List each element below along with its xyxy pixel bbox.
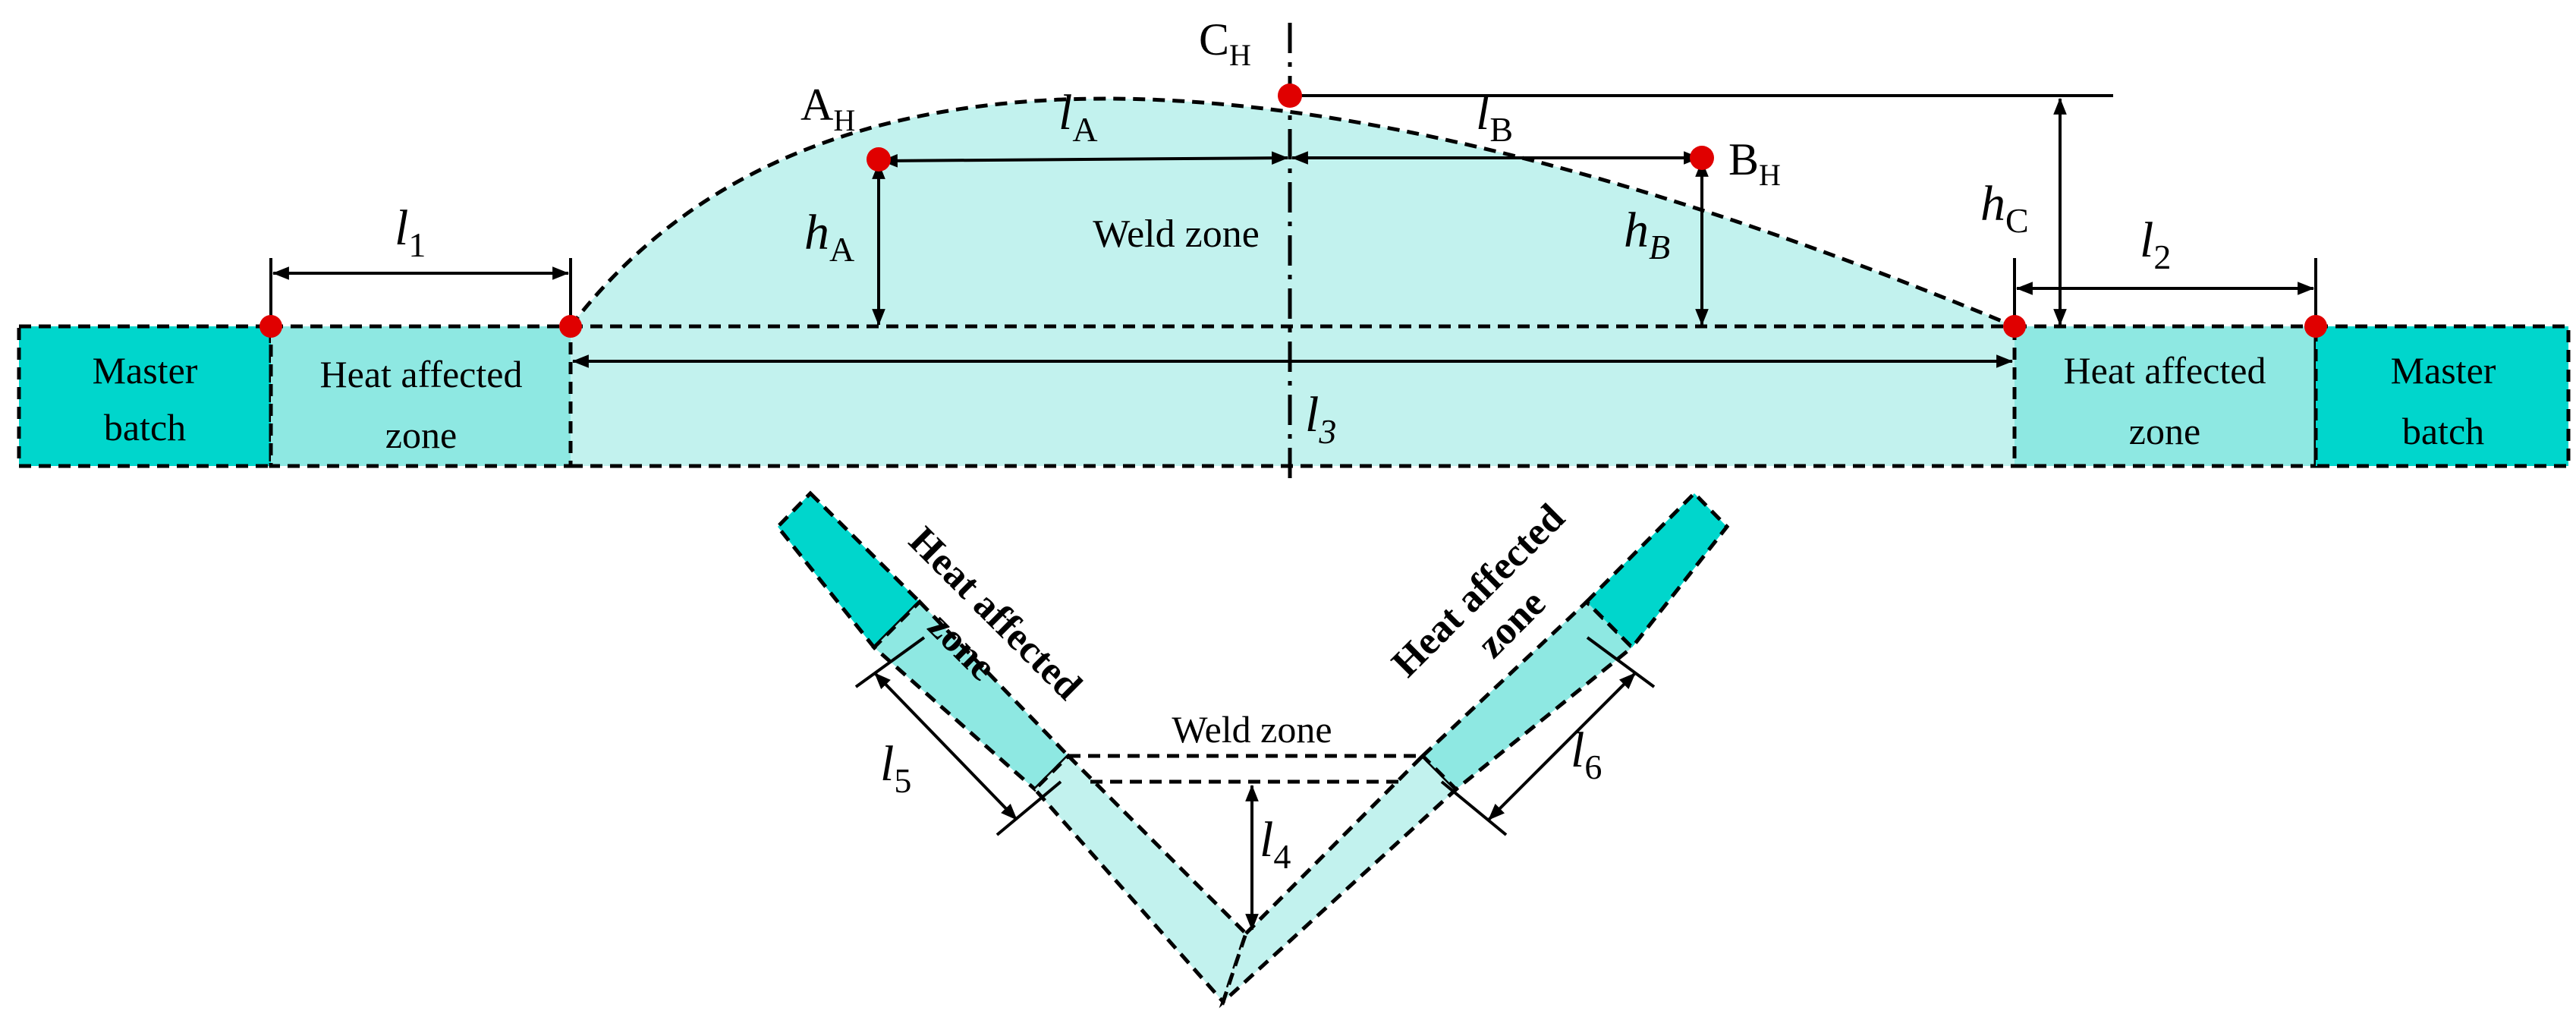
l6-tick-b: [1440, 780, 1508, 836]
l5-label: l5: [880, 736, 911, 800]
point-weld-right: [2003, 315, 2026, 338]
point-C: [1278, 83, 1302, 108]
point-B-label: BH: [1728, 134, 1781, 192]
master-batch-left: [17, 324, 273, 468]
l6-tick-a: [1586, 636, 1656, 688]
v-weld-left: [1032, 753, 1248, 1006]
weld-zone-bottom-label: Weld zone: [1172, 708, 1332, 751]
l1-label: l1: [395, 200, 426, 264]
master-batch-right-label-1: Master: [2391, 349, 2496, 392]
point-B: [1690, 146, 1714, 170]
point-A: [867, 147, 891, 172]
hB-label: hB: [1624, 203, 1670, 266]
weld-bead-region: [571, 99, 2015, 326]
lB-label: lB: [1476, 85, 1513, 149]
master-batch-left-label-1: Master: [93, 349, 198, 392]
haz-right-label-2: zone: [2129, 410, 2200, 452]
master-batch-left-label-2: batch: [104, 406, 186, 449]
lA-dimension-line: [880, 151, 1289, 168]
point-haz-left-outer: [259, 315, 282, 338]
l6-label: l6: [1571, 723, 1602, 786]
weld-zone-strip: [571, 326, 2015, 466]
haz-left-label-1: Heat affected: [320, 353, 523, 395]
weld-zone-top-label: Weld zone: [1093, 213, 1260, 256]
l3-label: l3: [1305, 387, 1336, 451]
v-specimen: [775, 490, 1730, 1009]
lA-label: lA: [1058, 85, 1098, 149]
l2-label: l2: [2140, 213, 2171, 276]
l5-dimension-line: [873, 672, 1018, 821]
l6-dimension-line: [1487, 672, 1637, 821]
v-master-right: [1584, 490, 1730, 650]
point-haz-right-outer: [2304, 315, 2327, 338]
point-C-label: CH: [1199, 14, 1251, 72]
haz-right: [2012, 324, 2318, 468]
master-batch-right: [2313, 324, 2571, 468]
hA-label: hA: [804, 205, 854, 269]
point-weld-left: [559, 315, 582, 338]
hC-label: hC: [1980, 176, 2029, 240]
v-weld-right: [1219, 753, 1459, 1009]
master-batch-right-label-2: batch: [2402, 410, 2484, 452]
haz-right-label-1: Heat affected: [2064, 349, 2266, 392]
point-A-label: AH: [800, 80, 855, 137]
haz-left-label-2: zone: [385, 414, 457, 456]
l5-tick-b: [995, 780, 1062, 836]
haz-left: [269, 324, 573, 468]
l4-label: l4: [1260, 812, 1291, 876]
l5-tick-a: [854, 636, 926, 688]
